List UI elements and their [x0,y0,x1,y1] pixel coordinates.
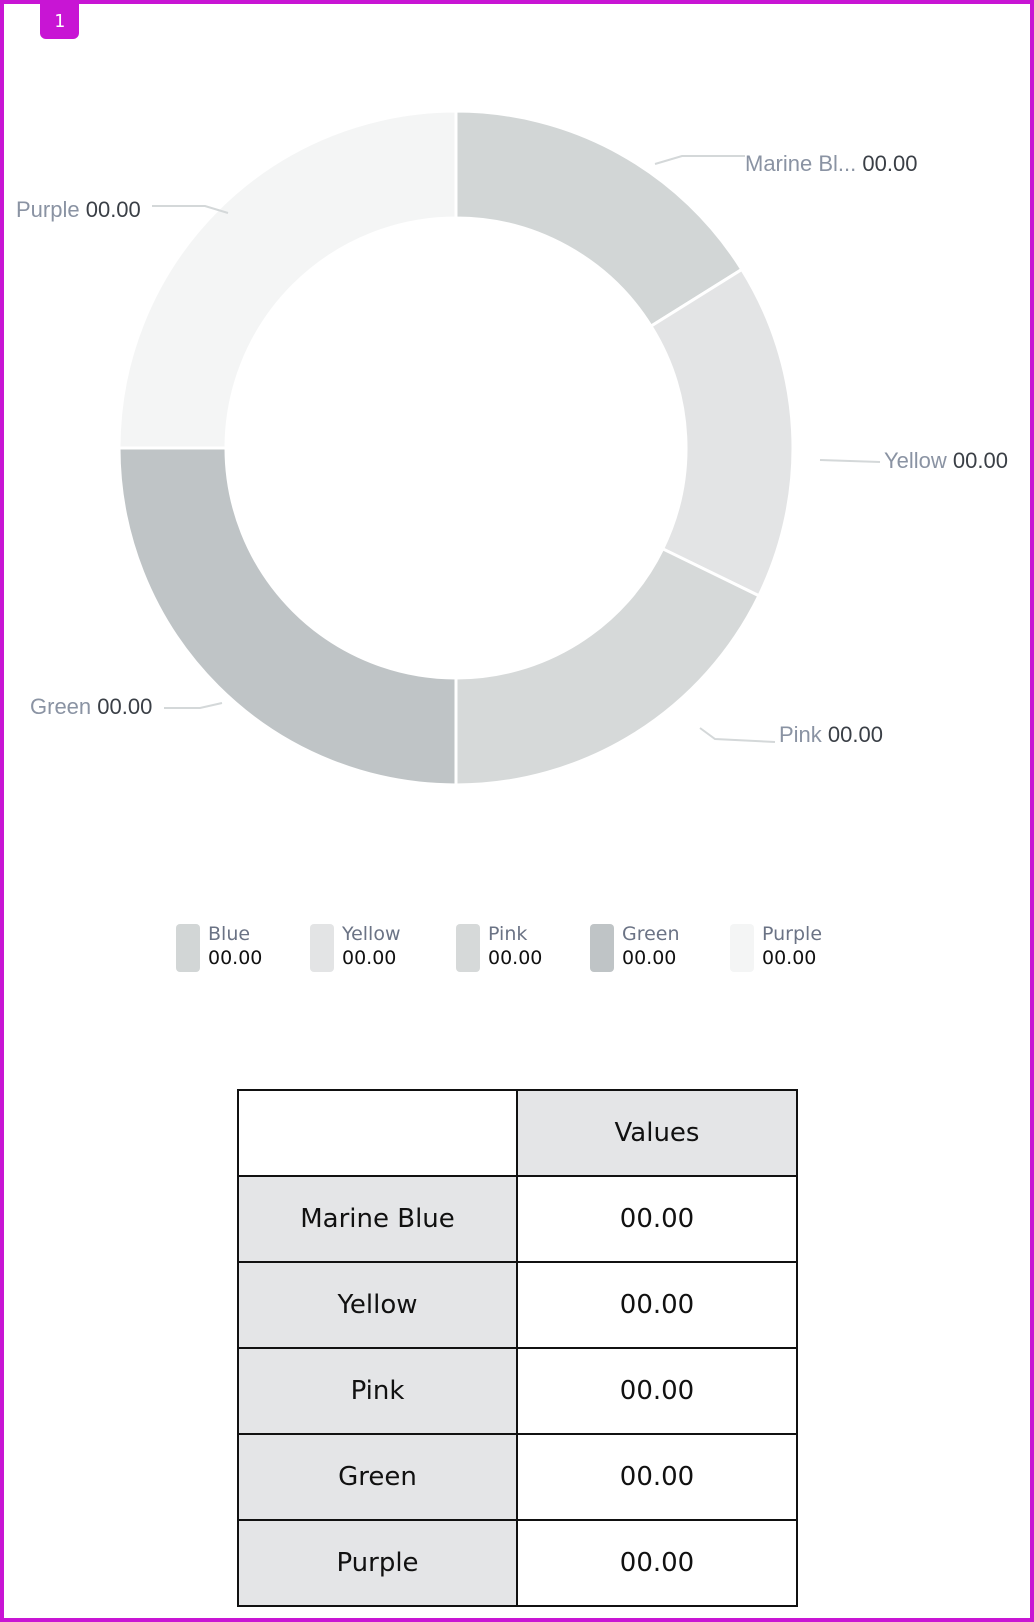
legend-label: Yellow [342,923,401,945]
legend-label: Purple [762,923,823,945]
callout-green: Green 00.00 [30,694,152,720]
legend-item-blue[interactable]: Blue 00.00 [176,922,262,972]
legend-value: 00.00 [488,947,543,969]
donut-segment-purple[interactable] [117,109,458,450]
table-row-label: Marine Blue [237,1175,518,1263]
table-row: Marine Blue 00.00 [237,1175,798,1263]
callout-value: 00.00 [862,151,918,176]
callout-value: 00.00 [952,448,1008,473]
legend-value: 00.00 [342,947,397,969]
callout-label: Purple [16,197,80,222]
legend-value: 00.00 [622,947,677,969]
table-row-value: 00.00 [516,1175,798,1263]
callout-value: 00.00 [97,694,153,719]
donut-segment-green[interactable] [117,446,458,787]
callout-pink: Pink 00.00 [779,722,883,748]
donut-chart [117,109,881,787]
callout-label: Yellow [884,448,947,473]
table-row: Green 00.00 [237,1433,798,1521]
callout-label: Green [30,694,92,719]
legend-swatch [456,924,480,972]
legend-label: Pink [488,923,528,945]
legend-value: 00.00 [208,947,263,969]
table-row-label: Purple [237,1519,518,1607]
legend-value: 00.00 [762,947,817,969]
leader-line-green [164,702,223,709]
legend-label: Blue [208,923,251,945]
table-row-value: 00.00 [516,1519,798,1607]
table-row-label: Green [237,1433,518,1521]
legend-item-pink[interactable]: Pink 00.00 [456,922,542,972]
data-table: Values Marine Blue 00.00 Yellow 00.00 Pi… [237,1089,798,1607]
table-row-value: 00.00 [516,1433,798,1521]
leader-line-purple [152,205,229,214]
legend-item-purple[interactable]: Purple 00.00 [730,922,822,972]
leader-lines [152,155,881,743]
table-row: Yellow 00.00 [237,1261,798,1349]
callout-value: 00.00 [85,197,141,222]
legend-item-green[interactable]: Green 00.00 [590,922,680,972]
leader-line-yellow [819,459,881,463]
callout-marine-blue: Marine Bl... 00.00 [745,151,917,177]
donut-segment-marine-blue[interactable] [454,109,744,329]
table-row-value: 00.00 [516,1347,798,1435]
legend-swatch [176,924,200,972]
callout-label: Pink [779,722,822,747]
callout-purple: Purple 00.00 [16,197,141,223]
leader-line-marine-blue [654,155,745,165]
leader-line-pink [699,727,776,743]
table-row-label: Yellow [237,1261,518,1349]
table-row-value: 00.00 [516,1261,798,1349]
callout-value: 00.00 [827,722,883,747]
legend-item-yellow[interactable]: Yellow 00.00 [310,922,401,972]
chart-legend: Blue 00.00 Yellow 00.00 Pink 00.00 Green… [0,922,1034,974]
table-header-row: Values [237,1089,798,1177]
table-row: Purple 00.00 [237,1519,798,1607]
table-row-label: Pink [237,1347,518,1435]
table-header-corner [237,1089,518,1177]
donut-segment-yellow[interactable] [648,267,795,598]
donut-segment-pink[interactable] [454,546,761,787]
callout-yellow: Yellow 00.00 [884,448,1008,474]
legend-label: Green [622,923,680,945]
callout-label: Marine Bl... [745,151,857,176]
page-number-badge: 1 [40,3,79,39]
table-row: Pink 00.00 [237,1347,798,1435]
table-header-values: Values [516,1089,798,1177]
legend-swatch [310,924,334,972]
legend-swatch [730,924,754,972]
legend-swatch [590,924,614,972]
